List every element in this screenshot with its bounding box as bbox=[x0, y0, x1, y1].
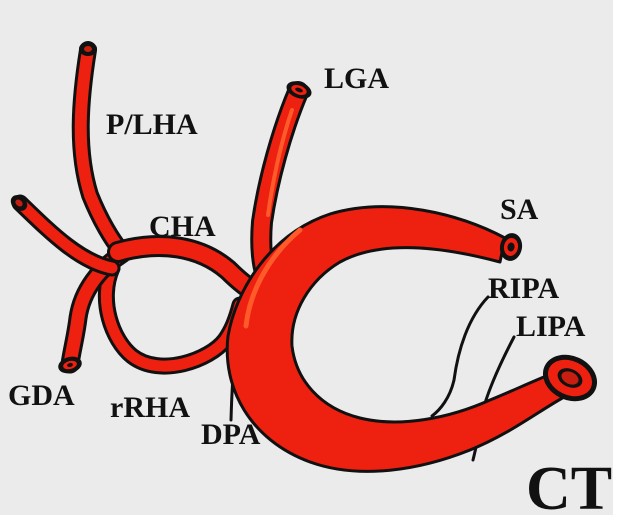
rrha-vessel bbox=[106, 268, 240, 366]
ripa-leader bbox=[432, 297, 488, 416]
label-ct: CT bbox=[526, 458, 612, 520]
label-ripa: RIPA bbox=[488, 274, 559, 304]
cha-vessel bbox=[118, 246, 262, 296]
label-gda: GDA bbox=[8, 381, 75, 411]
label-dpa: DPA bbox=[201, 420, 260, 450]
plha-vessel bbox=[81, 50, 122, 252]
label-plha: P/LHA bbox=[106, 110, 198, 140]
label-rrha: rRHA bbox=[110, 393, 190, 423]
label-cha: CHA bbox=[149, 212, 216, 242]
label-lga: LGA bbox=[324, 64, 389, 94]
label-lipa: LIPA bbox=[516, 312, 585, 342]
label-sa: SA bbox=[500, 195, 538, 225]
plha-end bbox=[79, 42, 97, 56]
